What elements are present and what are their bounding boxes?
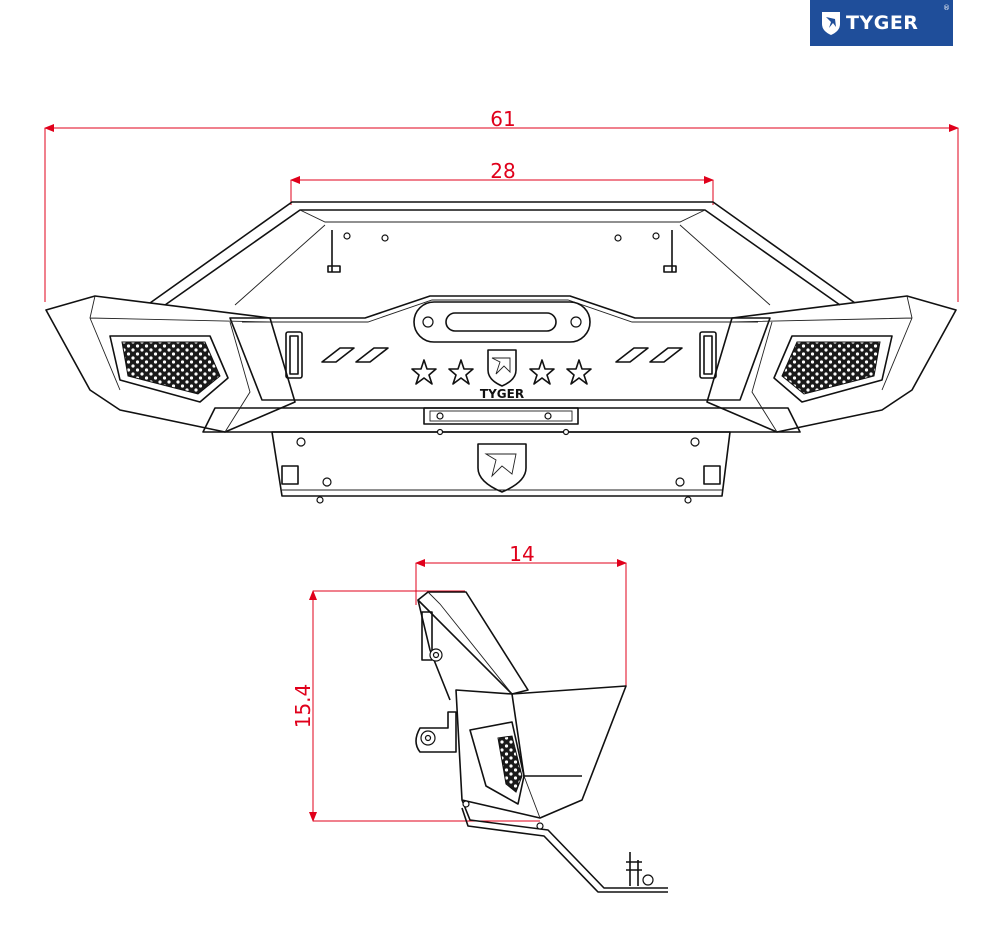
left-mount-bracket [327, 230, 389, 273]
brand-logo: TYGER ® [810, 0, 953, 46]
shield-icon [822, 12, 840, 35]
dim-15-4-label: 15.4 [291, 684, 315, 729]
skid-plate-emblem [477, 443, 527, 493]
tyger-emblem: TYGER [480, 349, 524, 401]
dimension-height: 15.4 [291, 590, 540, 822]
dim-61-label: 61 [490, 107, 515, 131]
dim-28-label: 28 [490, 159, 515, 183]
dim-14-label: 14 [509, 542, 534, 566]
right-wing [706, 295, 957, 433]
star-decorations [411, 359, 592, 385]
dimension-depth: 14 [415, 542, 627, 686]
brand-name: TYGER [846, 12, 919, 34]
left-wing [45, 295, 296, 433]
right-mount-bracket [614, 230, 677, 273]
registered-mark: ® [943, 4, 950, 12]
dimension-overall-width: 61 [44, 107, 959, 302]
dimension-inner-width: 28 [290, 159, 714, 205]
side-view [415, 591, 668, 893]
front-view: TYGER [45, 201, 957, 504]
winch-fairlead [413, 301, 591, 343]
emblem-text: TYGER [480, 387, 524, 401]
